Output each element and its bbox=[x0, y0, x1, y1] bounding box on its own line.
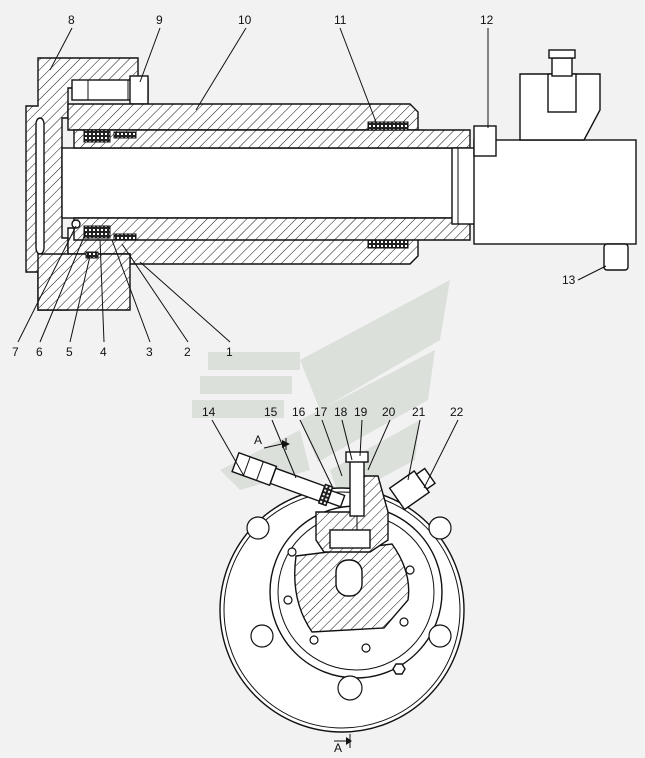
fitting-body bbox=[547, 73, 577, 113]
flange-bolt-hole bbox=[337, 675, 363, 701]
callout-3: 3 bbox=[146, 345, 153, 359]
callout-22: 22 bbox=[450, 405, 464, 419]
seal-ring bbox=[85, 251, 99, 259]
callout-4: 4 bbox=[100, 345, 107, 359]
flange-end-view bbox=[219, 451, 465, 733]
section-arrow-bottom: A bbox=[334, 734, 352, 755]
seal-lower bbox=[83, 225, 111, 239]
left-fitting-tip bbox=[326, 489, 346, 508]
callout-labels: 8 9 10 11 12 13 7 6 5 4 3 2 1 14 15 16 1… bbox=[12, 13, 576, 419]
flange-bolt-hole bbox=[428, 516, 452, 540]
leader-lines bbox=[17, 27, 607, 489]
seal-upper bbox=[83, 129, 111, 143]
watermark-stripe bbox=[208, 352, 300, 370]
watermark-logo bbox=[192, 280, 450, 500]
rod-lower-wall bbox=[73, 217, 471, 241]
flange-bolt-hole bbox=[428, 624, 452, 648]
valve-cap bbox=[345, 451, 369, 463]
callout-14: 14 bbox=[202, 405, 216, 419]
callout-7: 7 bbox=[12, 345, 19, 359]
callout-20: 20 bbox=[382, 405, 396, 419]
piston-bore bbox=[335, 559, 363, 597]
callout-21: 21 bbox=[412, 405, 426, 419]
callout-11: 11 bbox=[334, 13, 347, 27]
callout-13: 13 bbox=[562, 273, 576, 287]
watermark-chevron bbox=[300, 280, 450, 410]
callout-15: 15 bbox=[264, 405, 278, 419]
fitting-nut bbox=[551, 57, 573, 77]
watermark-stripe bbox=[200, 376, 292, 394]
flange-recess bbox=[35, 117, 45, 255]
seal-upper-small bbox=[113, 131, 137, 139]
seal-lower-small bbox=[113, 233, 137, 241]
cylinder-section-view bbox=[25, 49, 637, 311]
bolt-head bbox=[129, 75, 149, 105]
flange-bolt-hole bbox=[250, 624, 274, 648]
rod-end-block bbox=[473, 139, 637, 245]
callout-6: 6 bbox=[36, 345, 43, 359]
hex-plug bbox=[392, 663, 406, 675]
callout-18: 18 bbox=[334, 405, 348, 419]
callout-16: 16 bbox=[292, 405, 306, 419]
seal-ring-11-upper bbox=[367, 121, 409, 131]
section-mark-label: A bbox=[334, 741, 342, 755]
section-arrow-top: A bbox=[254, 433, 290, 450]
valve-stem bbox=[349, 459, 365, 517]
callout-17: 17 bbox=[314, 405, 328, 419]
callout-2: 2 bbox=[184, 345, 191, 359]
o-ring bbox=[71, 219, 81, 229]
pin bbox=[603, 243, 629, 271]
callout-9: 9 bbox=[156, 13, 163, 27]
watermark-chevron bbox=[300, 350, 435, 462]
piston-rod bbox=[61, 147, 455, 219]
seal-ring-11-lower bbox=[367, 239, 409, 249]
valve-port bbox=[329, 529, 371, 549]
callout-8: 8 bbox=[68, 13, 75, 27]
fitting-cap bbox=[548, 49, 576, 59]
rod-neck bbox=[451, 147, 477, 225]
rod-end-lug bbox=[473, 125, 497, 157]
left-fitting bbox=[231, 451, 346, 508]
housing-upper-wall bbox=[67, 103, 419, 131]
callout-12: 12 bbox=[480, 13, 494, 27]
flange-bolt-hole bbox=[246, 516, 270, 540]
watermark-stripe bbox=[192, 400, 284, 418]
callout-5: 5 bbox=[66, 345, 73, 359]
right-fitting bbox=[388, 467, 437, 511]
section-mark-label: A bbox=[254, 433, 262, 447]
callout-10: 10 bbox=[238, 13, 252, 27]
callout-19: 19 bbox=[354, 405, 368, 419]
callout-1: 1 bbox=[226, 345, 233, 359]
